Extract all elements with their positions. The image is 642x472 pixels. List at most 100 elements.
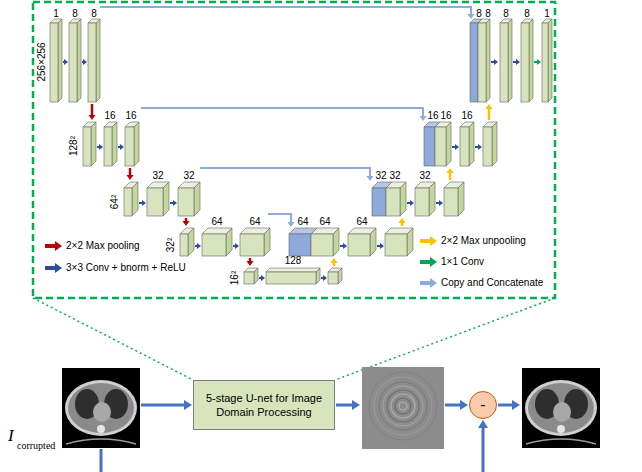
feature-map: [328, 268, 342, 284]
conv-arrow: [343, 243, 347, 249]
feature-map: [124, 188, 132, 216]
feature-map: [104, 122, 117, 166]
channel-count: 32: [152, 171, 163, 181]
channel-count: 64: [319, 217, 330, 227]
unpool-arrow: [447, 168, 454, 180]
legend-sample: [55, 241, 62, 251]
residual-image: [391, 394, 415, 418]
channel-count: 64: [356, 217, 367, 227]
legend-sample: [430, 236, 437, 246]
conv-arrow: [340, 243, 347, 249]
channel-count: 1: [53, 9, 59, 19]
unpool-arrow: [331, 258, 338, 263]
feature-map: [266, 268, 320, 284]
feature-map: [50, 19, 62, 102]
copy-arrow: [100, 7, 475, 19]
channel-count: 1: [544, 9, 550, 19]
feature-map: [486, 19, 490, 102]
conv1x1-arrow: [534, 59, 541, 65]
feature-map: [548, 19, 552, 102]
pool-arrow: [183, 221, 190, 226]
channel-count: 16: [104, 111, 115, 121]
conv-arrow: [494, 59, 498, 65]
feature-map: [348, 234, 370, 256]
pool-arrow: [89, 104, 96, 120]
feature-map: [529, 19, 533, 102]
feature-map: [83, 127, 91, 166]
copy-arrow: [200, 168, 374, 181]
conv-arrow: [513, 61, 516, 63]
legend-sample: [45, 263, 62, 273]
channel-count: 8: [476, 9, 482, 19]
image-label: corrupted: [17, 441, 55, 451]
channel-count: 8: [485, 9, 491, 19]
feature-map: [492, 122, 497, 166]
flow-arrow: [512, 400, 520, 410]
legend-sample: [420, 260, 430, 264]
conv-arrow: [118, 144, 124, 150]
conv-arrow: [170, 200, 177, 206]
feature-map: [460, 122, 474, 166]
feature-map: [385, 234, 407, 256]
dimension-label: 128²: [69, 136, 79, 156]
feature-map: [58, 19, 62, 102]
residual-image: [383, 386, 423, 426]
copy-arrow: [141, 108, 427, 121]
conv-arrow: [478, 144, 482, 150]
feature-map: [77, 19, 81, 102]
feature-map: [508, 19, 512, 102]
feature-map: [521, 23, 529, 102]
conv-arrow: [64, 59, 68, 65]
conv-arrow: [139, 202, 142, 204]
feature-map: [483, 122, 497, 166]
feature-map: [132, 182, 138, 216]
feature-map: [386, 188, 400, 216]
feature-map: [180, 234, 188, 256]
copy-arrow: [200, 168, 370, 176]
ct-image: [62, 368, 140, 448]
legend-sample: [420, 236, 437, 246]
feature-map: [316, 268, 320, 284]
unet-figure: [50, 7, 552, 284]
unpool-arrow: [449, 173, 452, 180]
feature-map: [91, 122, 96, 166]
legend-sample: [45, 263, 62, 273]
residual-image: [399, 402, 407, 410]
unpool-arrow: [447, 168, 454, 173]
flow-arrow: [445, 400, 468, 410]
copy-arrow: [268, 214, 291, 222]
legend-sample: [420, 257, 437, 267]
conv-arrow: [377, 243, 384, 249]
feature-map: [338, 268, 342, 284]
feature-map: [112, 122, 117, 166]
conv-arrow: [97, 146, 99, 148]
flow-arrow: [478, 420, 488, 472]
feature-map: [240, 228, 270, 256]
conv-arrow: [513, 59, 520, 65]
conv-arrow: [97, 144, 103, 150]
unpool-arrow: [488, 109, 491, 120]
copy-arrow: [420, 116, 427, 121]
conv1x1-arrow: [534, 61, 537, 63]
flow-arrow: [478, 420, 488, 428]
legend-sample: [430, 257, 437, 267]
pool-arrow: [129, 168, 132, 175]
legend-sample: [55, 263, 62, 273]
conv-arrow: [439, 200, 443, 206]
conv-arrow: [83, 59, 87, 65]
conv-arrow: [120, 144, 124, 150]
copy-arrow: [141, 108, 423, 116]
feature-map: [470, 23, 478, 102]
flow-arrow: [498, 400, 520, 410]
channel-count: 8: [72, 9, 78, 19]
feature-map: [163, 182, 169, 216]
conv-arrow: [407, 200, 414, 206]
feature-map: [500, 19, 512, 102]
channel-count: 16: [125, 111, 136, 121]
legend-sample: [420, 278, 437, 288]
feature-map: [178, 188, 194, 216]
feature-map: [124, 182, 138, 216]
feature-map: [194, 182, 200, 216]
legend-text: 1×1 Conv: [441, 257, 484, 267]
feature-map: [370, 228, 376, 256]
